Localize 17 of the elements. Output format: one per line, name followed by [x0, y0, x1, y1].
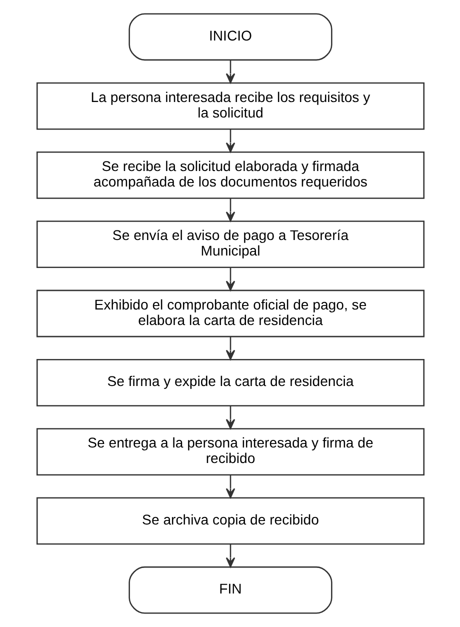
arrow [225, 544, 235, 568]
arrow [225, 336, 235, 360]
arrow [225, 267, 235, 291]
arrow [225, 198, 235, 222]
arrow [225, 129, 235, 152]
node-box: Se entrega a la persona interesada y firma de recibido [36, 428, 424, 476]
node-box: Se firma y expide la carta de residencia [36, 358, 424, 406]
node-box: La persona interesada recibe los requisitos y la solicitud [36, 82, 424, 130]
arrow [225, 406, 235, 430]
node-box: Se envía el aviso de pago a Tesorería Municipal [36, 220, 424, 268]
node-box: INICIO [128, 13, 332, 61]
node-box: Exhibido el comprobante oficial de pago, se elabora la carta de residencia [36, 290, 424, 338]
node-box: Se recibe la solicitud elaborada y firmada acompañada de los documentos requeridos [36, 152, 424, 199]
arrow [225, 60, 235, 84]
node-box: Se archiva copia de recibido [36, 497, 424, 545]
arrow [225, 474, 235, 498]
node-box: FIN [128, 566, 332, 614]
